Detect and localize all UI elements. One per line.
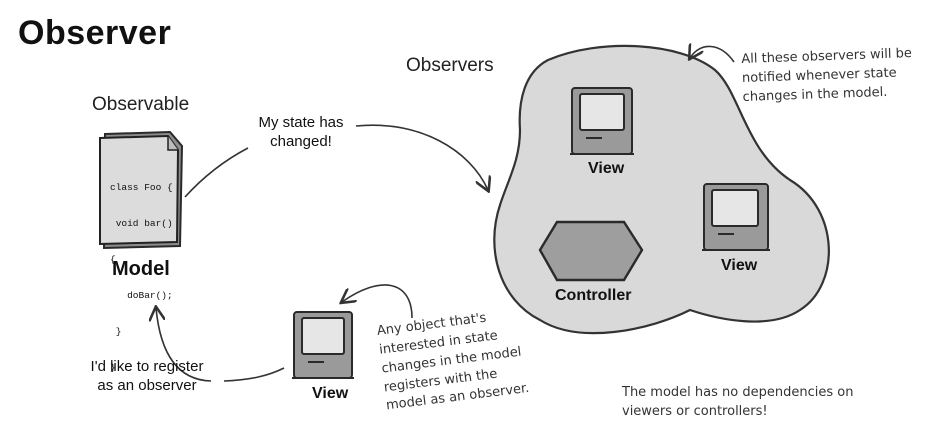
notify-arrow [355, 124, 488, 190]
code-line: { [110, 254, 116, 265]
callout-line: I'd like to register [90, 358, 204, 375]
code-line: void bar() [110, 218, 173, 229]
controller-hexagon-icon [538, 220, 644, 282]
any-object-note: Any object that's interested in state ch… [376, 305, 531, 416]
state-changed-callout: My state has changed! [240, 113, 362, 151]
view-label-new: View [312, 385, 349, 402]
note-line: viewers or controllers! [622, 403, 768, 419]
code-line: class Foo { [110, 182, 173, 193]
view-label-right: View [721, 257, 758, 274]
page-title: Observer [18, 14, 172, 52]
notified-note: All these observers will be notified whe… [741, 45, 913, 107]
observers-heading: Observers [406, 55, 494, 76]
view-monitor-icon-top [570, 87, 634, 155]
view-label-top: View [588, 160, 625, 177]
any-object-arrow [342, 284, 413, 319]
model-document-icon [99, 130, 184, 250]
controller-label: Controller [555, 287, 632, 304]
callout-line: changed! [270, 133, 332, 150]
register-callout: I'd like to register as an observer [64, 357, 230, 395]
model-callout-line [184, 147, 249, 198]
code-line: } [110, 362, 116, 373]
notified-arrow [690, 46, 735, 63]
view-monitor-icon-new [292, 311, 354, 379]
register-arrow [156, 308, 212, 382]
no-dependencies-note: The model has no dependencies on viewers… [622, 384, 853, 422]
note-line: The model has no dependencies on [622, 385, 854, 400]
callout-line: as an observer [97, 377, 197, 394]
callout-line: My state has [258, 114, 344, 131]
register-callout-line [223, 367, 285, 382]
code-line: } [110, 326, 122, 337]
model-code: class Foo { void bar() { doBar(); } } [110, 158, 173, 386]
code-line: doBar(); [110, 290, 173, 301]
model-label: Model [112, 258, 170, 280]
observable-heading: Observable [92, 94, 190, 115]
view-monitor-icon-right [702, 183, 770, 251]
